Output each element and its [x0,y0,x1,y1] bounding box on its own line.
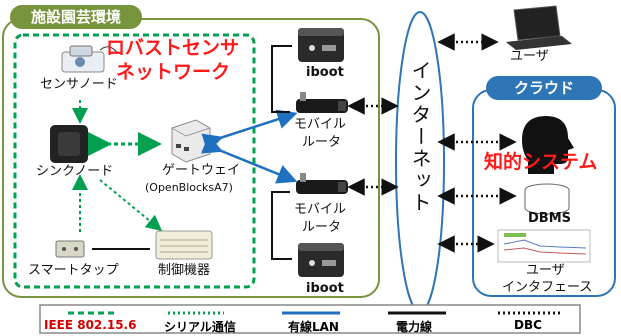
mobile-router-bottom-label-1: モバイル [294,202,347,217]
sink-node-icon [50,125,88,163]
mobile-router-top-icon [296,92,348,113]
sensor-node-icon [61,45,119,73]
legend-label-power: 電力線 [396,320,433,334]
control-device-label: 制御機器 [158,263,211,278]
internet-label: インターネット [408,60,432,214]
user-interface-label-2: インタフェース [502,280,593,295]
legend-label-serial: シリアル通信 [164,320,236,334]
user-interface-screen-icon [497,229,591,263]
sink-node-label: シンクノード [36,164,114,179]
lan-gateway-router-bottom [200,134,298,184]
smart-tap-icon [55,240,85,258]
cloud-tab: クラウド [486,76,602,100]
smart-tap-label: スマートタップ [28,263,119,278]
gateway-label: ゲートウェイ [162,163,241,178]
iboot-top-icon [298,28,344,62]
mobile-router-top-label-1: モバイル [294,117,347,132]
head-icon [522,116,574,174]
sensor-node-label: センサノード [40,77,118,92]
laptop-icon [506,5,572,50]
legend-label-ieee: IEEE 802.15.6 [44,318,137,332]
iboot-bottom-label: iboot [306,281,344,296]
legend-box [39,304,581,334]
facility-tab: 施設園芸環境 [10,5,142,29]
mobile-router-top-label-2: ルータ [302,135,342,150]
intelligent-system-label: 知的システム [484,151,598,173]
facility-frame [2,18,380,298]
user-top-label: ユーザ [510,49,549,64]
gateway-icon [171,119,211,163]
database-icon [524,183,570,215]
power-iboot-top [271,45,292,113]
legend-label-dbc: DBC [514,318,542,332]
link-sink-to-control [99,179,163,232]
iboot-top-label: iboot [306,65,344,80]
air-conditioner-icon [155,230,213,260]
iboot-bottom-icon [298,243,344,277]
legend-label-lan: 有線LAN [288,320,339,334]
power-iboot-bottom [271,191,292,260]
robust-network-title-line2: ネットワーク [116,61,231,83]
gateway-model-label: (OpenBlocksA7) [145,181,233,194]
dbms-label: DBMS [528,211,571,226]
lan-gateway-router-top [201,109,298,153]
user-interface-label-1: ユーザ [526,263,565,278]
mobile-router-bottom-icon [296,173,348,194]
robust-network-title-line1: ロバストセンサ [106,37,240,59]
mobile-router-bottom-label-2: ルータ [302,220,342,235]
